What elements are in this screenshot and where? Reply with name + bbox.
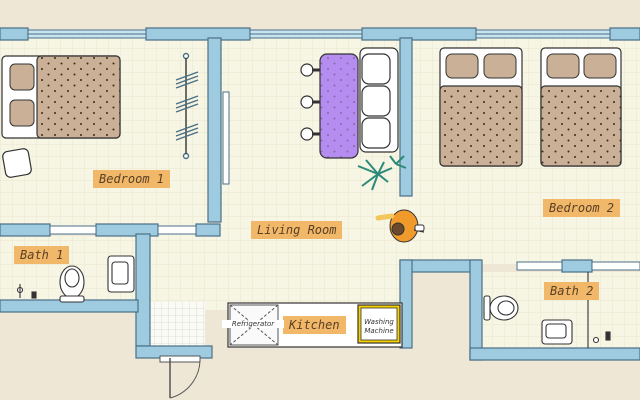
clothes-rack	[175, 52, 199, 160]
room-label-bedroom-1: Bedroom 1	[93, 170, 171, 188]
washing-machine-label-line2: Machine	[364, 327, 394, 335]
room-label-bath-2: Bath 2	[544, 282, 600, 300]
windows	[27, 29, 611, 39]
plant	[357, 155, 407, 191]
dining-set	[300, 53, 359, 159]
walls	[0, 27, 640, 361]
doorways	[49, 91, 640, 271]
room-label-bath-1: Bath 1	[14, 246, 70, 264]
bed-bedroom-2-left	[439, 47, 523, 167]
entrance-door	[159, 355, 201, 399]
sofa	[359, 47, 399, 153]
bed-bedroom-2-right	[540, 47, 622, 167]
nightstand	[2, 148, 32, 178]
person-figure	[375, 209, 425, 243]
washing-machine-label-line1: Washing	[364, 318, 394, 326]
bath1-fixtures	[16, 255, 135, 303]
room-label-bedroom-2: Bedroom 2	[543, 199, 621, 217]
room-label-kitchen: Kitchen	[283, 316, 346, 334]
bed-bedroom-1	[1, 55, 121, 139]
refrigerator-label: Refrigerator	[222, 320, 284, 328]
room-label-living-room: Living Room	[251, 221, 343, 239]
